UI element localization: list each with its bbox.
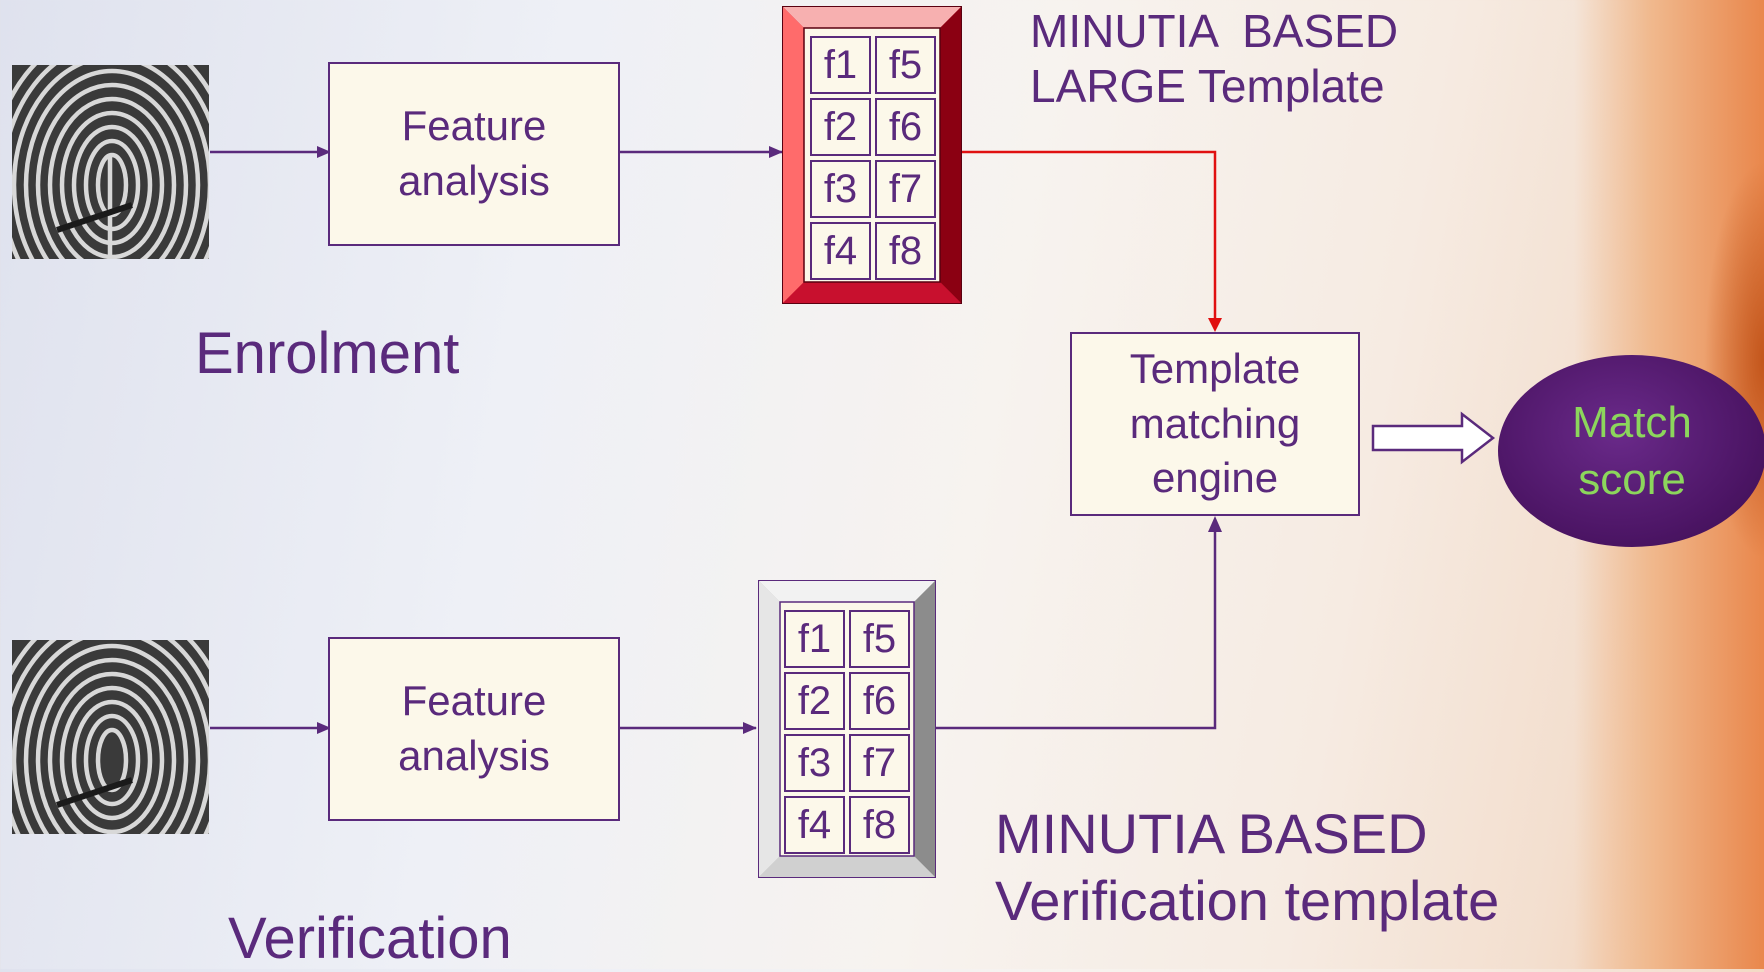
verification-template-frame: f1 f5 f2 f6 f3 f7 f4 f8	[758, 580, 936, 878]
engine-line-1: Template	[1129, 345, 1301, 393]
large-template-grid: f1 f5 f2 f6 f3 f7 f4 f8	[810, 36, 936, 280]
feature-analysis-line-1: Feature	[401, 102, 547, 150]
match-score-ellipse: Match score	[1498, 355, 1764, 547]
verification-template-title-line-1: MINUTIA BASED	[995, 802, 1428, 865]
feature-analysis-line-2: analysis	[398, 732, 550, 779]
arrow-large-template-to-engine	[962, 150, 1217, 328]
feature-analysis-line-2: analysis	[398, 157, 550, 204]
feature-analysis-box-verification: Feature analysis	[328, 637, 620, 821]
template-cell: f4	[784, 796, 845, 854]
template-cell: f7	[875, 160, 936, 218]
verification-label: Verification	[228, 906, 512, 971]
fingerprint-image-enrolment	[12, 65, 209, 259]
template-cell: f8	[875, 222, 936, 280]
engine-line-2: matching	[1129, 399, 1301, 447]
template-cell: f7	[849, 734, 910, 792]
enrolment-label: Enrolment	[195, 321, 460, 386]
template-cell: f4	[810, 222, 871, 280]
feature-analysis-box-enrolment: Feature analysis	[328, 62, 620, 246]
fingerprint-image-verification	[12, 640, 209, 834]
engine-line-3: engine	[1151, 454, 1279, 502]
template-cell: f3	[810, 160, 871, 218]
template-cell: f1	[810, 36, 871, 94]
verification-template-grid: f1 f5 f2 f6 f3 f7 f4 f8	[784, 610, 910, 854]
large-template-title-line-1: MINUTIA BASED	[1030, 5, 1399, 57]
large-template-title: MINUTIA BASED LARGE Template	[1030, 4, 1398, 114]
template-matching-engine-box: Template matching engine	[1070, 332, 1360, 516]
large-template-frame: f1 f5 f2 f6 f3 f7 f4 f8	[782, 6, 962, 304]
feature-analysis-line-1: Feature	[401, 677, 547, 725]
template-cell: f2	[784, 672, 845, 730]
template-cell: f3	[784, 734, 845, 792]
template-cell: f1	[784, 610, 845, 668]
template-cell: f5	[875, 36, 936, 94]
match-score-line-1: Match	[1572, 397, 1692, 447]
template-cell: f8	[849, 796, 910, 854]
match-score-line-2: score	[1578, 455, 1686, 504]
template-cell: f5	[849, 610, 910, 668]
template-cell: f2	[810, 98, 871, 156]
template-cell: f6	[849, 672, 910, 730]
block-arrow-engine-to-match	[1371, 411, 1496, 465]
arrow-verif-template-to-engine	[935, 528, 1217, 730]
verification-template-title-line-2: Verification template	[995, 869, 1500, 933]
verification-template-title: MINUTIA BASED Verification template	[995, 800, 1499, 934]
template-cell: f6	[875, 98, 936, 156]
large-template-title-line-2: LARGE Template	[1030, 60, 1385, 113]
